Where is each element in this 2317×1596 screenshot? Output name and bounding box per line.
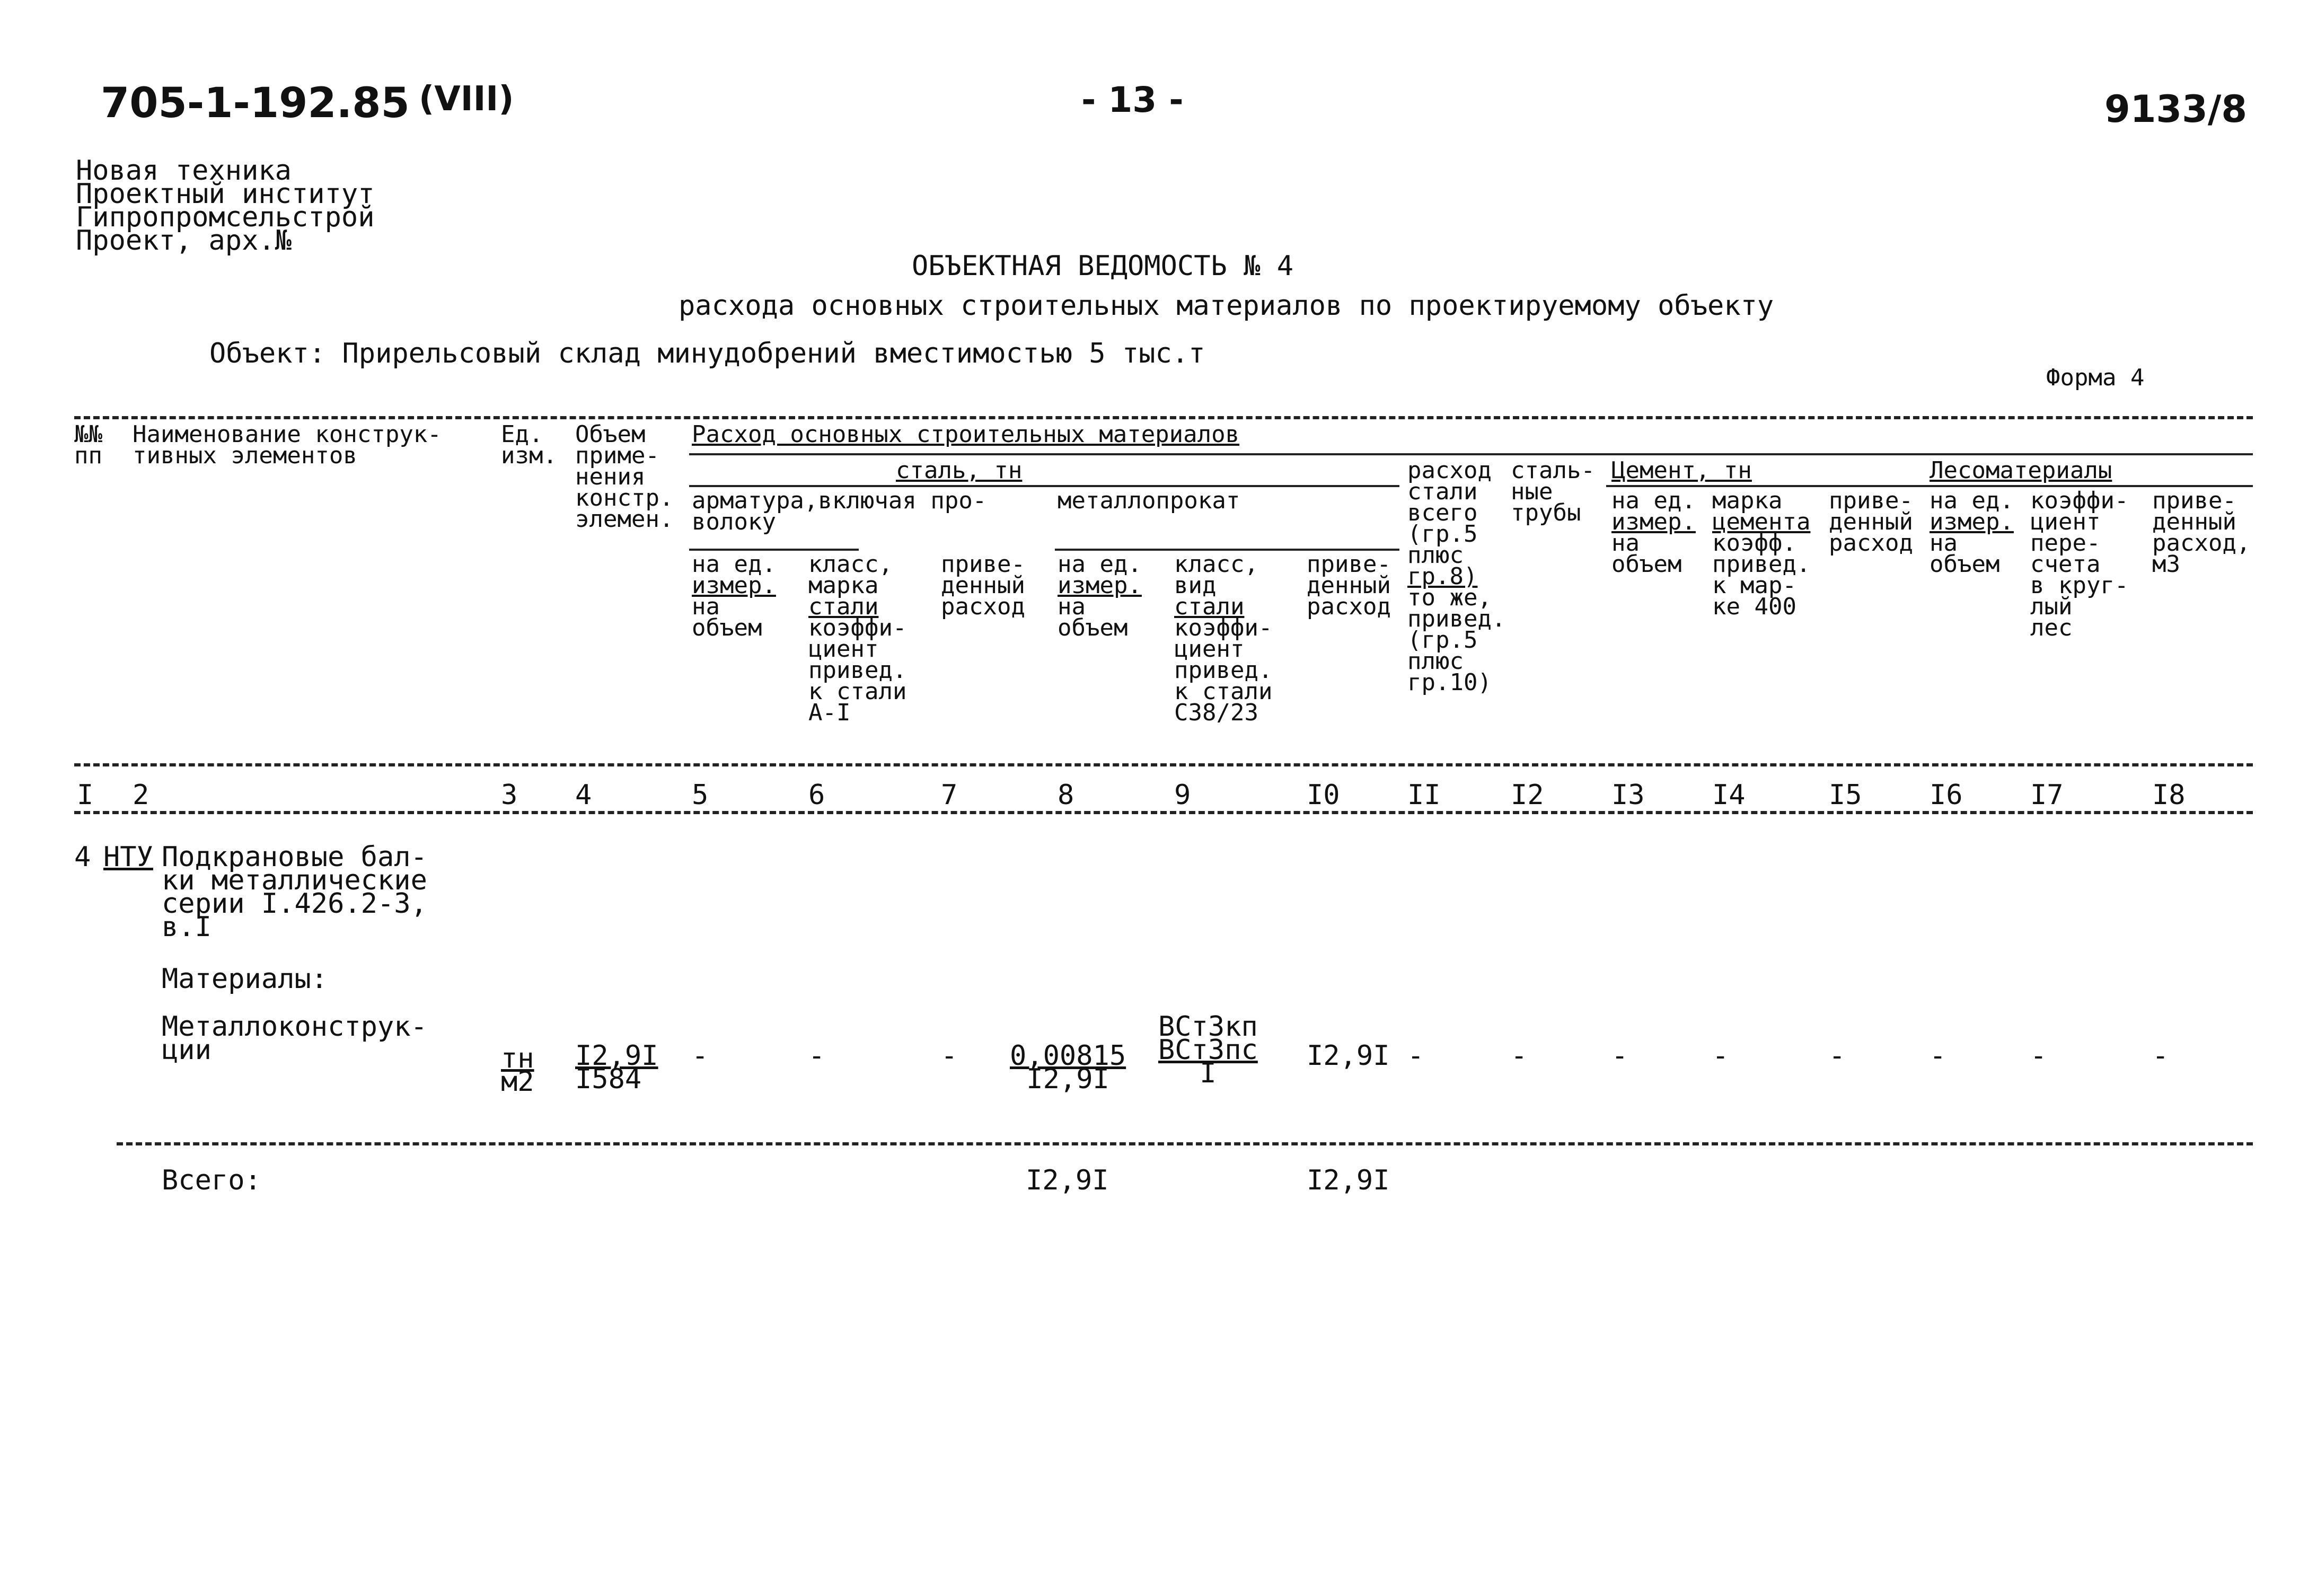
reference-number: 9133/8 [2104, 87, 2248, 131]
cell-col-13: - [1611, 1040, 1628, 1072]
document-code: 705-1-192.85 [101, 80, 410, 127]
object-line: Объект: Прирельсовый склад минудобрений … [209, 338, 1205, 369]
cell-col-8: 0,00815 I2,9I [1010, 1040, 1126, 1095]
org-line: Гипропромсельстрой [76, 201, 375, 233]
col-number-4: 4 [575, 779, 592, 811]
cell-col-10: I2,9I [1307, 1040, 1390, 1072]
col-number-16: I6 [1930, 779, 1963, 811]
col-header-17: коэффи- циент пере- счета в круг- лый ле… [2030, 487, 2129, 641]
section-title: Подкрановые бал- ки металлические серии … [162, 841, 427, 943]
row-bottom-rule [117, 1142, 2253, 1145]
armature-rule [689, 549, 859, 551]
col-header-name: Наименование конструк- тивных элементов [133, 421, 442, 469]
col-header-7: приве- денный расход [941, 551, 1025, 620]
col-header-volume: Объем приме- нения констр. элемен. [575, 421, 674, 533]
materials-label: Материалы: [162, 963, 328, 995]
col-number-2: 2 [133, 779, 149, 811]
col-number-5: 5 [692, 779, 709, 811]
section-code: НТУ [103, 841, 153, 873]
col-number-15: I5 [1829, 779, 1862, 811]
row-unit: тн м2 [501, 1043, 534, 1098]
organization-block: Новая техника Проектный институт Гипропр… [76, 155, 375, 257]
col-header-16: на ед. измер. на объем [1930, 487, 2014, 578]
cell-col-5: - [692, 1040, 709, 1072]
col-number-10: I0 [1307, 779, 1340, 811]
col-number-17: I7 [2030, 779, 2064, 811]
org-line: Проект, арх.№ [76, 225, 292, 257]
cell-col-9: ВСт3кп ВСт3пс I [1158, 1011, 1258, 1089]
group-header-steel: сталь, тн [896, 457, 1023, 484]
col-header-14: марка цемента коэфф. привед. к мар- ке 4… [1712, 487, 1811, 620]
row-volume: I2,9I I584 [575, 1040, 658, 1095]
page-number: - 13 - [1081, 80, 1184, 120]
cell-col-7: - [941, 1040, 958, 1072]
metal-rule [1055, 549, 1399, 551]
group-header-main: Расход основных строительных материалов [692, 421, 1240, 448]
col-number-7: 7 [941, 779, 958, 811]
group-rule [689, 453, 2253, 455]
subgroup-armature: арматура,включая про- волоку [692, 487, 987, 535]
cell-col-16: - [1930, 1040, 1946, 1072]
form-label: Форма 4 [2046, 364, 2145, 391]
cell-col-14: - [1712, 1040, 1729, 1072]
group-header-cement: Цемент, тн [1611, 457, 1752, 484]
header-bottom-rule [74, 763, 2253, 766]
row-name: Металлоконструк- ции [162, 1011, 427, 1066]
col-header-6: класс, марка стали коэффи- циент привед.… [808, 551, 907, 726]
col-header-unit: Ед. изм. [501, 421, 557, 469]
total-col-8: I2,9I [1026, 1165, 1109, 1196]
col-number-8: 8 [1058, 779, 1074, 811]
total-label: Всего: [162, 1165, 261, 1196]
col-header-10: приве- денный расход [1307, 551, 1391, 620]
col-number-6: 6 [808, 779, 825, 811]
col-header-15: приве- денный расход [1829, 487, 1913, 557]
col-number-11: II [1407, 779, 1441, 811]
col-header-11: расход стали всего (гр.5 плюс гр.8) то ж… [1407, 457, 1506, 696]
col-number-1: I [77, 779, 94, 811]
col-number-18: I8 [2152, 779, 2186, 811]
cell-col-15: - [1829, 1040, 1846, 1072]
col-header-13: на ед. измер. на объем [1611, 487, 1696, 578]
cell-col-17: - [2030, 1040, 2047, 1072]
col-number-14: I4 [1712, 779, 1746, 811]
col-header-num: №№ пп [74, 421, 102, 469]
statement-title: ОБЪЕКТНАЯ ВЕДОМОСТЬ № 4 [912, 250, 1294, 282]
cell-col-18: - [2152, 1040, 2169, 1072]
col-header-5: на ед. измер. на объем [692, 551, 776, 641]
col-number-13: I3 [1611, 779, 1645, 811]
org-line: Проектный институт [76, 178, 375, 210]
total-col-10: I2,9I [1307, 1165, 1390, 1196]
cell-col-12: - [1511, 1040, 1528, 1072]
album-number: (VIII) [419, 80, 514, 119]
section-number: 4 [74, 841, 91, 873]
steel-rule [689, 485, 1399, 487]
subgroup-metal: металлопрокат [1058, 487, 1240, 514]
col-number-12: I2 [1511, 779, 1544, 811]
col-number-9: 9 [1174, 779, 1191, 811]
col-number-3: 3 [501, 779, 518, 811]
table-top-rule [74, 416, 2253, 419]
group-header-timber: Лесоматериалы [1930, 457, 2112, 484]
statement-subtitle: расхода основных строительных материалов… [679, 290, 1774, 322]
col-header-18: приве- денный расход, м3 [2152, 487, 2251, 578]
cell-col-6: - [808, 1040, 825, 1072]
col-header-8: на ед. измер. на объем [1058, 551, 1142, 641]
col-numbers-rule [74, 811, 2253, 814]
col-header-12: сталь- ные трубы [1511, 457, 1595, 526]
col-header-9: класс, вид стали коэффи- циент привед. к… [1174, 551, 1273, 726]
org-line: Новая техника [76, 155, 292, 187]
cell-col-11: - [1407, 1040, 1424, 1072]
cement-timber-rule [1606, 485, 2253, 487]
